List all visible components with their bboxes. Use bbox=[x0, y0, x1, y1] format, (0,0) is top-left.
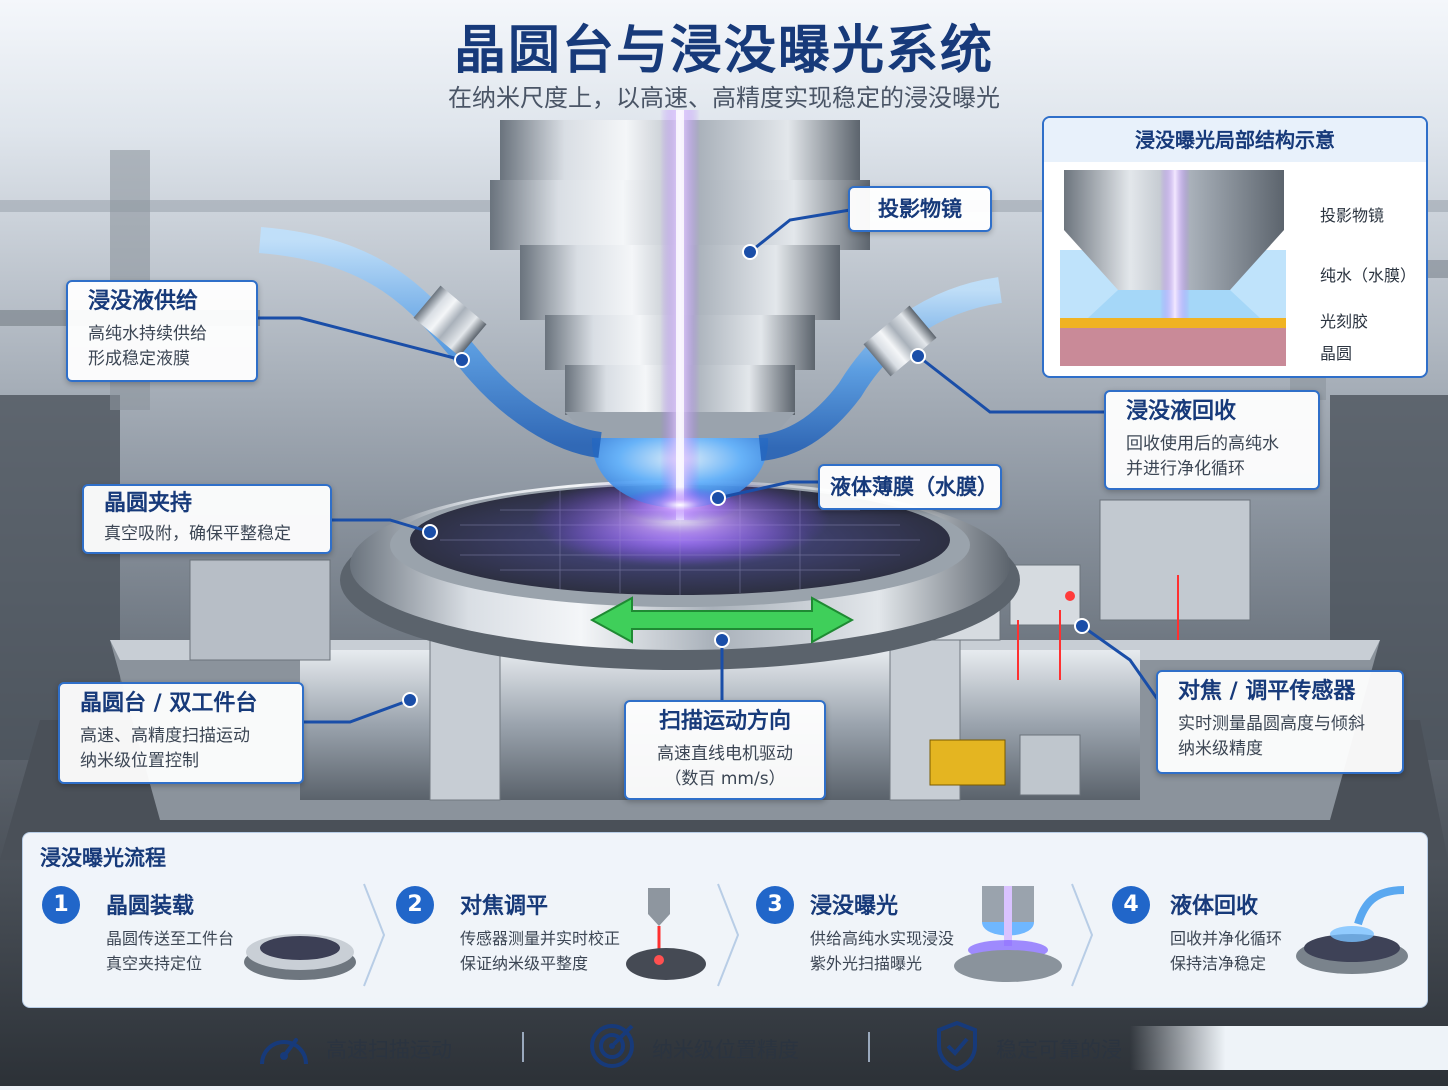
sensor-heading: 对焦 / 调平传感器 bbox=[1178, 679, 1356, 704]
water-film-callout: 液体薄膜（水膜） bbox=[818, 464, 1002, 510]
supply-line2: 形成稳定液膜 bbox=[88, 349, 190, 369]
step-line1: 回收并净化循环 bbox=[1170, 929, 1283, 948]
scan-line2: （数百 mm/s） bbox=[664, 769, 786, 789]
inset-title: 浸没曝光局部结构示意 bbox=[1044, 118, 1426, 162]
step-number: 1 bbox=[42, 886, 80, 924]
step-line2: 紫外光扫描曝光 bbox=[810, 954, 923, 973]
process-panel bbox=[22, 832, 1428, 1008]
chevron-right-icon bbox=[363, 883, 386, 987]
speedometer-icon bbox=[260, 1038, 308, 1065]
step-line1: 晶圆传送至工件台 bbox=[106, 929, 235, 948]
recovery-callout: 浸没液回收 回收使用后的高纯水 并进行净化循环 bbox=[1104, 390, 1320, 490]
process-step-2: 2 对焦调平 传感器测量并实时校正 保证纳米级平整度 bbox=[388, 876, 718, 992]
recovery-heading: 浸没液回收 bbox=[1126, 399, 1237, 424]
feature-stable: 稳定可靠的浸 bbox=[996, 1038, 1122, 1062]
inset-label-water: 纯水（水膜） bbox=[1320, 266, 1417, 285]
liquid-recovery-icon bbox=[1296, 886, 1408, 974]
inset-diagram bbox=[1060, 170, 1286, 366]
fade-overlay bbox=[1130, 1026, 1448, 1070]
stage-line2: 纳米级位置控制 bbox=[80, 751, 199, 771]
page-title: 晶圆台与浸没曝光系统 bbox=[453, 21, 994, 81]
scan-heading: 扫描运动方向 bbox=[658, 709, 791, 734]
process-step-4: 4 液体回收 回收并净化循环 保持洁净稳定 bbox=[1096, 876, 1416, 992]
step-heading: 液体回收 bbox=[1170, 894, 1259, 919]
step-heading: 晶圆装载 bbox=[106, 894, 195, 919]
sensor-line2: 纳米级精度 bbox=[1178, 739, 1263, 759]
exposure-lens-icon bbox=[954, 886, 1062, 982]
step-number: 3 bbox=[756, 886, 794, 924]
feature-divider bbox=[868, 1032, 870, 1062]
feature-speed: 高速扫描运动 bbox=[326, 1038, 452, 1062]
step-heading: 对焦调平 bbox=[460, 894, 549, 919]
sensor-line1: 实时测量晶圆高度与倾斜 bbox=[1178, 714, 1365, 734]
scan-callout: 扫描运动方向 高速直线电机驱动 （数百 mm/s） bbox=[624, 700, 826, 800]
recovery-line1: 回收使用后的高纯水 bbox=[1126, 434, 1279, 454]
feature-divider bbox=[522, 1032, 524, 1062]
process-step-3: 3 浸没曝光 供给高纯水实现浸没 紫外光扫描曝光 bbox=[742, 876, 1072, 992]
step-line1: 供给高纯水实现浸没 bbox=[810, 929, 955, 948]
scan-line1: 高速直线电机驱动 bbox=[657, 744, 793, 764]
stage-line1: 高速、高精度扫描运动 bbox=[80, 726, 250, 746]
step-line2: 保证纳米级平整度 bbox=[460, 954, 589, 973]
recovery-line2: 并进行净化循环 bbox=[1126, 459, 1245, 479]
step-number: 4 bbox=[1112, 886, 1150, 924]
shield-check-icon bbox=[937, 1020, 977, 1072]
inset-panel: 浸没曝光局部结构示意 投影物镜 纯水（水膜） 光刻胶 晶圆 bbox=[1042, 116, 1428, 378]
inset-label-lens: 投影物镜 bbox=[1320, 206, 1385, 225]
step-heading: 浸没曝光 bbox=[810, 894, 899, 919]
page-subtitle: 在纳米尺度上，以高速、高精度实现稳定的浸没曝光 bbox=[448, 84, 1000, 112]
inset-label-resist: 光刻胶 bbox=[1320, 312, 1369, 331]
sensor-callout: 对焦 / 调平传感器 实时测量晶圆高度与倾斜 纳米级精度 bbox=[1156, 670, 1404, 774]
step-number: 2 bbox=[396, 886, 434, 924]
step-line2: 真空夹持定位 bbox=[106, 954, 203, 973]
wafer-chuck-icon bbox=[244, 934, 356, 980]
stage-heading: 晶圆台 / 双工件台 bbox=[80, 691, 258, 716]
target-icon bbox=[590, 1024, 634, 1068]
chuck-line1: 真空吸附，确保平整稳定 bbox=[104, 524, 291, 544]
inset-label-wafer: 晶圆 bbox=[1320, 344, 1353, 363]
chevron-right-icon bbox=[717, 883, 740, 987]
supply-line1: 高纯水持续供给 bbox=[88, 324, 207, 344]
supply-callout: 浸没液供给 高纯水持续供给 形成稳定液膜 bbox=[66, 280, 258, 382]
supply-heading: 浸没液供给 bbox=[88, 289, 199, 314]
process-step-1: 1 晶圆装载 晶圆传送至工件台 真空夹持定位 bbox=[34, 876, 364, 992]
chevron-right-icon bbox=[1071, 883, 1094, 987]
step-line1: 传感器测量并实时校正 bbox=[460, 929, 621, 948]
sensor-laser-icon bbox=[626, 888, 706, 980]
process-title: 浸没曝光流程 bbox=[40, 846, 166, 870]
stage-callout: 晶圆台 / 双工件台 高速、高精度扫描运动 纳米级位置控制 bbox=[58, 682, 304, 784]
projection-lens-callout: 投影物镜 bbox=[848, 186, 992, 232]
feature-precision: 纳米级位置精度 bbox=[652, 1038, 799, 1062]
step-line2: 保持洁净稳定 bbox=[1170, 954, 1267, 973]
chuck-callout: 晶圆夹持 真空吸附，确保平整稳定 bbox=[82, 484, 332, 554]
chuck-heading: 晶圆夹持 bbox=[104, 491, 193, 516]
